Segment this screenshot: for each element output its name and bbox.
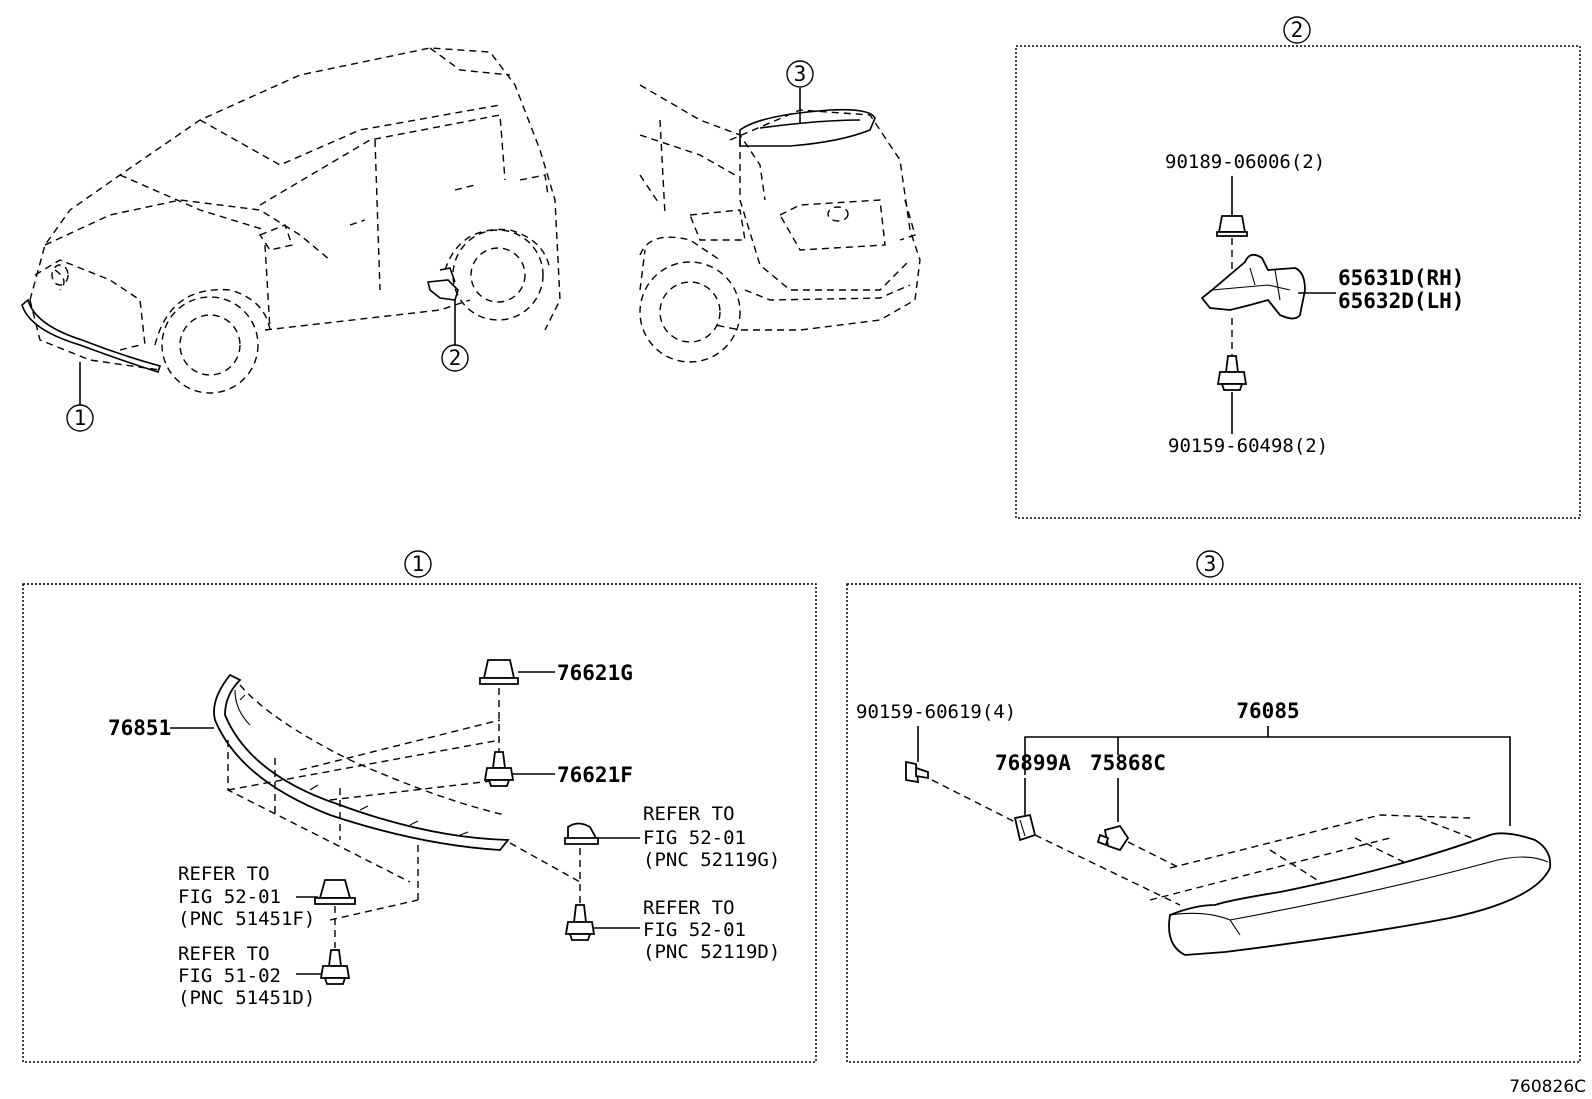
- callout-2-text: 2: [449, 346, 462, 370]
- label-90159-60498: 90159-60498(2): [1168, 435, 1328, 457]
- clip-75868c: [1096, 824, 1130, 852]
- rear-spoiler-76085: [1168, 832, 1552, 956]
- vehicle-front-view: [21, 47, 561, 405]
- ref-d-line-1: REFER TO: [178, 943, 270, 965]
- ref-c-line-2: FIG 52-01: [178, 886, 281, 908]
- callout-1-text: 1: [74, 406, 87, 430]
- screw-90159-60619: [905, 760, 929, 784]
- screw-76621f: [483, 751, 515, 787]
- label-76621g: 76621G: [557, 661, 633, 685]
- nut-76899a: [1013, 813, 1037, 842]
- panel-1-title: 1: [412, 552, 425, 576]
- label-90189-06006: 90189-06006(2): [1165, 151, 1325, 173]
- callout-1-car: 1: [66, 404, 94, 432]
- screw-52119d: [564, 904, 596, 941]
- ref-b-line-2: FIG 52-01: [643, 919, 746, 941]
- label-65631d: 65631D(RH): [1338, 266, 1464, 290]
- label-65632d: 65632D(LH): [1338, 289, 1464, 313]
- mudguard-65631d: [1200, 253, 1306, 320]
- label-76085: 76085: [1236, 699, 1299, 723]
- vehicle-rear-view: [639, 84, 921, 363]
- front-spoiler-76851: [213, 673, 510, 851]
- screw-51451d: [319, 949, 351, 985]
- clip-90189-06006: [1216, 215, 1248, 237]
- ref-a-line-2: FIG 52-01: [643, 827, 746, 849]
- clip-76621g: [479, 659, 519, 685]
- clip-51451f: [314, 879, 356, 905]
- clip-52119g: [564, 822, 599, 845]
- callout-3-car: 3: [786, 60, 814, 88]
- panel-2-title: 2: [1291, 18, 1304, 42]
- label-76621f: 76621F: [557, 763, 633, 787]
- ref-b-line-1: REFER TO: [643, 897, 735, 919]
- callout-2-car: 2: [441, 344, 469, 372]
- panel-2: 2 90189-06006(2) 65631D(RH) 65632D(LH) 9…: [1015, 16, 1581, 519]
- label-76899a: 76899A: [995, 751, 1071, 775]
- label-76851: 76851: [108, 716, 171, 740]
- ref-c-line-1: REFER TO: [178, 863, 270, 885]
- label-75868c: 75868C: [1090, 751, 1166, 775]
- panel-3: 3 90159-60619(4) 76085 76899A 75868C: [846, 550, 1581, 1063]
- ref-c-line-3: (PNC 51451F): [178, 908, 315, 930]
- panel-3-title: 3: [1204, 552, 1217, 576]
- ref-a-line-1: REFER TO: [643, 803, 735, 825]
- screw-90159-60498: [1216, 355, 1248, 391]
- callout-3-text: 3: [794, 62, 807, 86]
- ref-a-line-3: (PNC 52119G): [643, 849, 780, 871]
- ref-d-line-3: (PNC 51451D): [178, 987, 315, 1009]
- ref-b-line-3: (PNC 52119D): [643, 941, 780, 963]
- label-90159-60619: 90159-60619(4): [856, 701, 1016, 723]
- panel-1: 1 76851 76621G: [22, 550, 817, 1063]
- diagram-code: 760826C: [1509, 1077, 1586, 1097]
- ref-d-line-2: FIG 51-02: [178, 965, 281, 987]
